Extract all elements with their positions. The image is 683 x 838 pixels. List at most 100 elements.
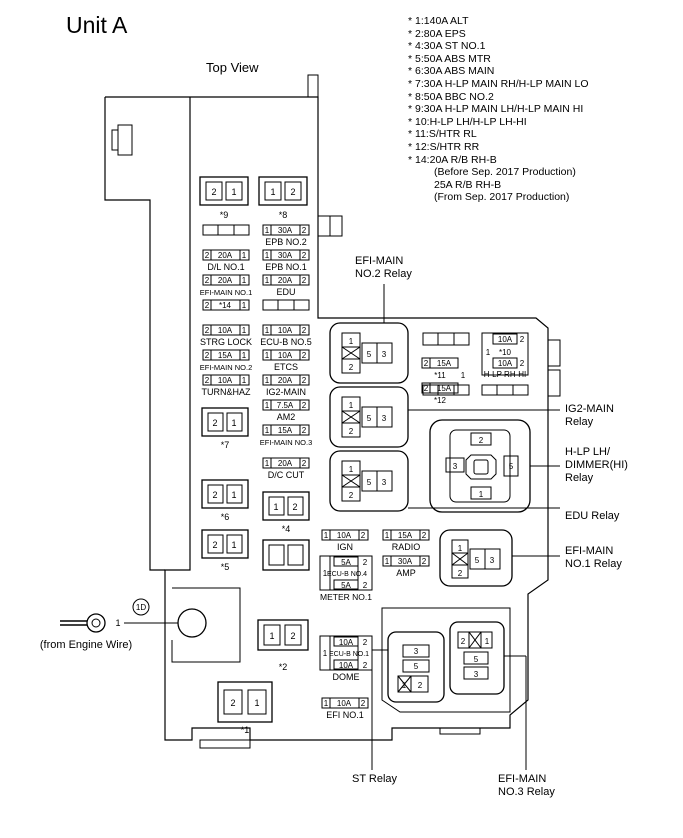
svg-text:15A: 15A [218, 351, 233, 360]
fuse-efi-no1 [321, 697, 369, 709]
svg-text:3: 3 [453, 462, 458, 471]
fuse-strg-lock [202, 324, 250, 336]
svg-text:1: 1 [265, 351, 270, 360]
note-line: * 4:30A ST NO.1 [408, 40, 486, 53]
fuse-label: D/C CUT [268, 470, 305, 480]
svg-text:15A: 15A [278, 426, 293, 435]
relay-ig2-main [329, 386, 409, 448]
svg-text:ECU-B NO.1: ECU-B NO.1 [329, 651, 369, 658]
svg-text:10A: 10A [218, 376, 233, 385]
fuse-star11 [421, 357, 459, 369]
svg-text:2: 2 [422, 531, 427, 540]
svg-text:20A: 20A [278, 276, 293, 285]
svg-text:2: 2 [461, 637, 466, 646]
svg-text:5: 5 [414, 662, 419, 671]
svg-text:3: 3 [474, 670, 479, 679]
fuse-label: STRG LOCK [200, 337, 252, 347]
relay-st [387, 631, 445, 703]
fuse-star1 [217, 681, 273, 723]
fuse-ig2-main [262, 374, 310, 386]
fuse-star6 [201, 479, 249, 509]
svg-text:1: 1 [486, 348, 491, 357]
svg-text:10A: 10A [498, 335, 513, 344]
svg-text:2: 2 [424, 359, 429, 368]
fuse-star7 [201, 407, 249, 437]
svg-text:10A: 10A [278, 326, 293, 335]
blank-fuse [422, 384, 470, 396]
housing-tab [547, 339, 561, 367]
blank-fuse [422, 332, 470, 346]
fuse-dc-cut [262, 457, 310, 469]
svg-text:2: 2 [302, 351, 307, 360]
fuse-label: METER NO.1 [320, 592, 372, 602]
svg-text:1: 1 [461, 371, 466, 380]
housing-tab [439, 727, 481, 735]
svg-text:3: 3 [382, 350, 387, 359]
svg-text:5: 5 [367, 414, 372, 423]
relay-label-hlp-dimmer: H-LP LH/ DIMMER(HI) Relay [565, 446, 628, 485]
relay-label-line: NO.3 Relay [498, 786, 555, 798]
blank-fuse [481, 384, 529, 396]
svg-text:1: 1 [265, 326, 270, 335]
fuse-star5 [201, 529, 249, 559]
svg-text:1: 1 [265, 251, 270, 260]
note-line: * 2:80A EPS [408, 27, 466, 40]
svg-text:1: 1 [265, 226, 270, 235]
fuse-label: ECU-B NO.5 [260, 337, 312, 347]
fuse-label: ETCS [274, 362, 298, 372]
svg-text:1: 1 [265, 276, 270, 285]
svg-text:15A: 15A [398, 531, 413, 540]
housing-tab [329, 215, 343, 237]
svg-text:2: 2 [424, 384, 429, 393]
svg-text:1: 1 [479, 490, 484, 499]
svg-text:7.5A: 7.5A [277, 401, 294, 410]
housing-tab [117, 124, 133, 156]
svg-text:2: 2 [422, 557, 427, 566]
relay-efi-main-no1 [439, 529, 513, 587]
fuse-label: *6 [221, 512, 230, 522]
svg-text:1: 1 [385, 557, 390, 566]
svg-text:1: 1 [273, 502, 278, 512]
svg-text:2: 2 [212, 540, 217, 550]
note-line: 25A R/B RH-B [434, 178, 502, 191]
svg-text:30A: 30A [278, 251, 293, 260]
fuse-label: *12 [434, 396, 447, 405]
fuse-label: *10 [499, 348, 512, 357]
svg-text:1: 1 [242, 276, 247, 285]
svg-text:5: 5 [367, 350, 372, 359]
relay-edu [329, 450, 409, 512]
fuse-label: *1 [241, 725, 250, 735]
page-title: Unit A [66, 12, 128, 38]
svg-text:20A: 20A [218, 251, 233, 260]
svg-text:20A: 20A [278, 376, 293, 385]
relay-label-line: Relay [565, 472, 594, 484]
fuse-notes: * 1:140A ALT * 2:80A EPS * 4:30A ST NO.1… [408, 15, 589, 204]
relay-label-line: EFI-MAIN [498, 773, 547, 785]
svg-text:1: 1 [324, 531, 329, 540]
fuse-label: *11 [434, 371, 446, 380]
svg-text:1: 1 [231, 540, 236, 550]
svg-text:2: 2 [302, 401, 307, 410]
view-label: Top View [206, 60, 259, 75]
svg-text:2: 2 [363, 661, 368, 670]
blank-fuse [202, 224, 250, 236]
relay-label-efi-main-no1: EFI-MAIN NO.1 Relay [565, 545, 622, 571]
svg-text:1: 1 [485, 637, 490, 646]
svg-text:1: 1 [242, 376, 247, 385]
fuse-label: EPB NO.1 [265, 262, 307, 272]
relay-label-edu: EDU Relay [565, 510, 620, 522]
fuse-ign [321, 529, 369, 541]
svg-text:3: 3 [382, 414, 387, 423]
svg-text:1: 1 [265, 376, 270, 385]
housing-tab [307, 74, 319, 98]
svg-text:1: 1 [242, 326, 247, 335]
svg-text:3: 3 [414, 647, 419, 656]
ring-terminal-icon [86, 613, 106, 633]
note-line: * 11:S/HTR RL [408, 128, 477, 141]
fuse-star12 [421, 382, 459, 394]
note-line: * 7:30A H-LP MAIN RH/H-LP MAIN LO [408, 77, 589, 90]
svg-text:2: 2 [458, 569, 463, 578]
svg-text:*14: *14 [219, 301, 232, 310]
fuse-etcs [262, 349, 310, 361]
relay-label-line: DIMMER(HI) [565, 459, 628, 471]
